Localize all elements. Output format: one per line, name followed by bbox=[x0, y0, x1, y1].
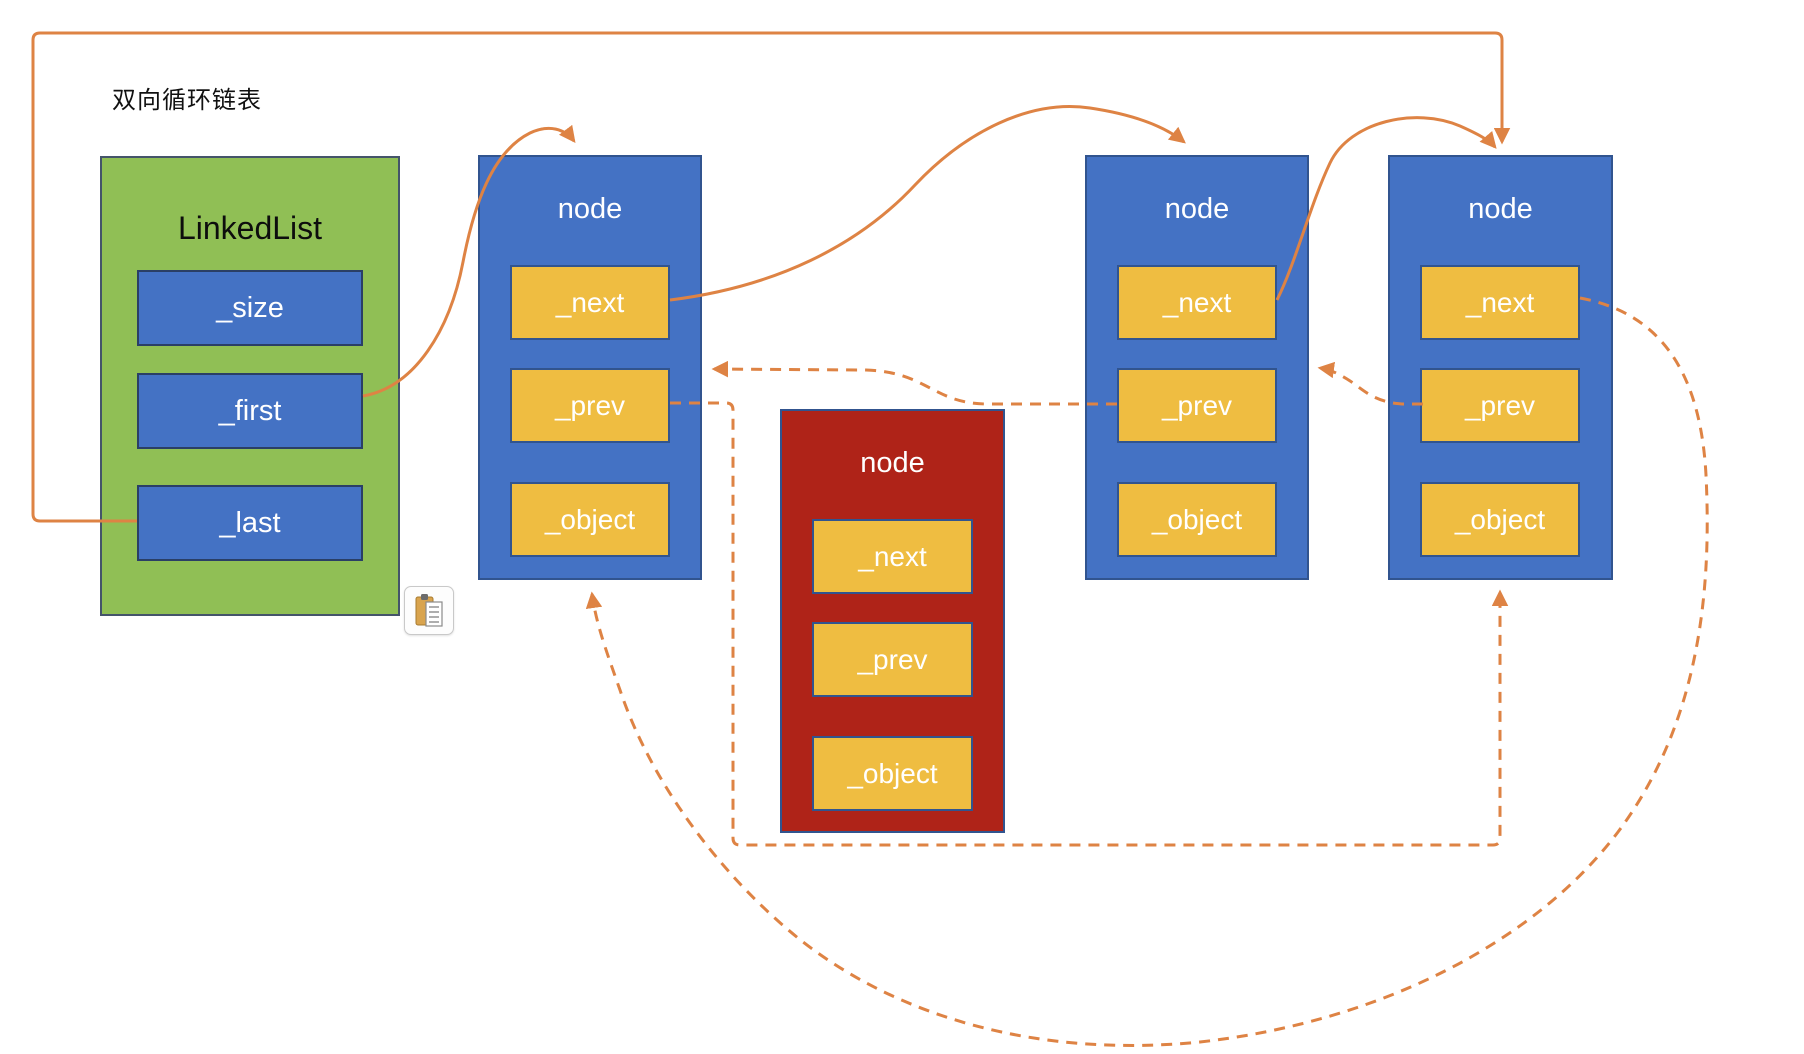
diagram-title: 双向循环链表 bbox=[112, 87, 262, 114]
node1-field-object[interactable]: _object bbox=[510, 482, 670, 557]
removed-node-field-object[interactable]: _object bbox=[812, 736, 973, 811]
node4-field-prev[interactable]: _prev bbox=[1420, 368, 1580, 443]
paste-options-button[interactable] bbox=[404, 586, 454, 635]
node1-box[interactable]: node _next _prev _object bbox=[478, 155, 702, 580]
linkedlist-title: LinkedList bbox=[177, 210, 323, 246]
node4-field-object[interactable]: _object bbox=[1420, 482, 1580, 557]
node3-field-next[interactable]: _next bbox=[1117, 265, 1277, 340]
node1-title: node bbox=[557, 193, 623, 225]
node3-field-prev[interactable]: _prev bbox=[1117, 368, 1277, 443]
removed-node-field-prev[interactable]: _prev bbox=[812, 622, 973, 697]
node3-box[interactable]: node _next _prev _object bbox=[1085, 155, 1309, 580]
removed-node-title: node bbox=[860, 447, 925, 479]
removed-node-field-next[interactable]: _next bbox=[812, 519, 973, 594]
arrow-node3-prev-to-node1 bbox=[711, 360, 1117, 406]
field-last[interactable]: _last bbox=[137, 485, 363, 561]
node1-field-prev[interactable]: _prev bbox=[510, 368, 670, 443]
field-first[interactable]: _first bbox=[137, 373, 363, 449]
removed-node-box[interactable]: node _next _prev _object bbox=[780, 409, 1005, 833]
clipboard-icon bbox=[415, 593, 443, 627]
linkedlist-box[interactable]: LinkedList _size _first _last bbox=[100, 156, 400, 616]
node3-title: node bbox=[1164, 193, 1230, 225]
node4-box[interactable]: node _next _prev _object bbox=[1388, 155, 1613, 580]
node1-field-next[interactable]: _next bbox=[510, 265, 670, 340]
node4-field-next[interactable]: _next bbox=[1420, 265, 1580, 340]
field-size[interactable]: _size bbox=[137, 270, 363, 346]
node3-field-object[interactable]: _object bbox=[1117, 482, 1277, 557]
node4-title: node bbox=[1468, 193, 1533, 225]
